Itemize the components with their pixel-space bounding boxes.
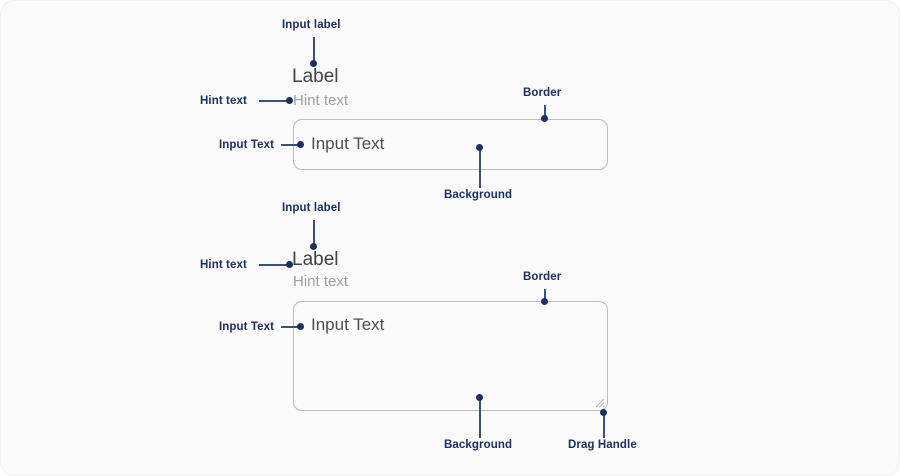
annotation-label-input-text-2: Input Text bbox=[219, 321, 275, 333]
annotation-label-hint-text-1: Hint text bbox=[200, 95, 247, 107]
annotation-label-input-label-1: Input label bbox=[282, 19, 341, 31]
annotation-dot-drag-handle bbox=[600, 409, 607, 416]
annotation-label-border-1: Border bbox=[523, 87, 562, 99]
annotation-label-drag-handle: Drag Handle bbox=[568, 439, 637, 451]
textarea-input-field[interactable] bbox=[293, 301, 608, 411]
annotation-label-input-text-1: Input Text bbox=[219, 139, 275, 151]
field-hint-1: Hint text bbox=[293, 92, 349, 109]
annotation-dot-hint-text-2 bbox=[286, 261, 293, 268]
annotation-dot-background-1 bbox=[476, 144, 483, 151]
annotation-dot-input-text-1 bbox=[297, 141, 304, 148]
annotation-dot-border-1 bbox=[541, 115, 548, 122]
annotation-dot-background-2 bbox=[476, 394, 483, 401]
field-label-1: Label bbox=[292, 66, 339, 87]
annotation-leader-line-background-1 bbox=[479, 148, 481, 188]
textarea-input-value: Input Text bbox=[311, 315, 385, 334]
annotation-label-input-label-2: Input label bbox=[282, 202, 341, 214]
annotation-dot-hint-text-1 bbox=[286, 97, 293, 104]
annotation-leader-line-input-text-2 bbox=[281, 326, 301, 328]
annotation-leader-line-hint-text-1 bbox=[259, 100, 289, 102]
annotation-dot-input-text-2 bbox=[297, 323, 304, 330]
annotation-leader-line-input-label-2 bbox=[313, 220, 315, 246]
text-input-value: Input Text bbox=[311, 134, 385, 153]
field-label-2: Label bbox=[292, 249, 339, 270]
field-hint-2: Hint text bbox=[293, 273, 349, 290]
annotation-dot-input-label-1 bbox=[310, 60, 317, 67]
annotation-label-background-1: Background bbox=[444, 189, 513, 201]
annotation-label-border-2: Border bbox=[523, 271, 562, 283]
text-input-field[interactable] bbox=[293, 119, 608, 170]
annotation-dot-border-2 bbox=[541, 298, 548, 305]
annotation-leader-line-background-2 bbox=[479, 398, 481, 438]
annotation-dot-input-label-2 bbox=[310, 243, 317, 250]
annotation-leader-line-border-1 bbox=[544, 105, 546, 119]
annotation-leader-line-drag-handle bbox=[603, 413, 605, 438]
annotation-leader-line-input-label-1 bbox=[313, 37, 315, 63]
drag-handle-icon[interactable] bbox=[593, 396, 605, 408]
annotation-label-background-2: Background bbox=[444, 439, 513, 451]
annotation-label-hint-text-2: Hint text bbox=[200, 259, 247, 271]
annotation-leader-line-hint-text-2 bbox=[259, 264, 289, 266]
annotation-leader-line-border-2 bbox=[544, 289, 546, 303]
annotation-leader-line-input-text-1 bbox=[281, 144, 301, 146]
